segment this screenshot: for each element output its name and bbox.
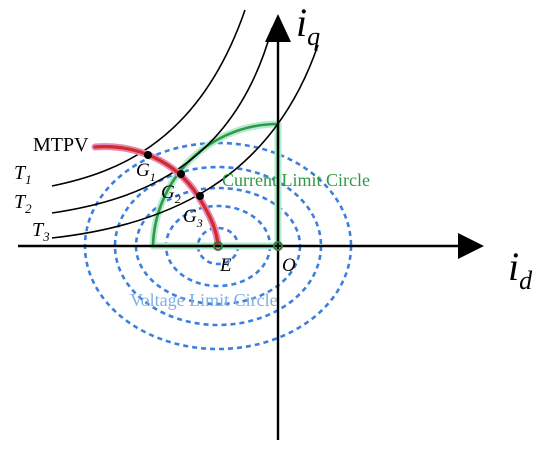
g3-label: G3 bbox=[183, 206, 203, 230]
mtpv-trajectory bbox=[91, 143, 222, 250]
iq-axis-label: iq bbox=[296, 0, 320, 51]
point-g1 bbox=[144, 151, 152, 159]
voltage-limit-label: Voltage Limit Circle bbox=[130, 290, 278, 310]
torque-curve-t2 bbox=[51, 27, 273, 214]
mtpv-curve bbox=[93, 145, 220, 248]
point-g2 bbox=[177, 170, 185, 178]
torque-curve-t1 bbox=[51, 9, 246, 187]
point-o bbox=[273, 241, 283, 251]
id-axis-arrow bbox=[458, 233, 484, 259]
torque-curve-t3 bbox=[51, 44, 319, 239]
e-label: E bbox=[219, 255, 232, 276]
labels: id iq MTPV T1 T2 T3 G1 G2 G3 bbox=[14, 0, 533, 310]
id-axis-label: id bbox=[508, 244, 533, 295]
t2-label: T2 bbox=[14, 191, 32, 216]
g2-label: G2 bbox=[161, 182, 181, 206]
mtpv-label: MTPV bbox=[33, 134, 89, 156]
current-limit-label: Current Limit Circle bbox=[222, 170, 370, 190]
iq-axis-arrow bbox=[265, 14, 291, 42]
o-label: O bbox=[282, 255, 296, 276]
point-e bbox=[213, 241, 223, 251]
g1-label: G1 bbox=[136, 160, 156, 184]
t3-label: T3 bbox=[32, 219, 50, 244]
torque-curves bbox=[51, 9, 319, 239]
t1-label: T1 bbox=[14, 162, 32, 187]
operating-points bbox=[144, 151, 283, 251]
point-g3 bbox=[196, 192, 204, 200]
axes bbox=[18, 14, 484, 440]
